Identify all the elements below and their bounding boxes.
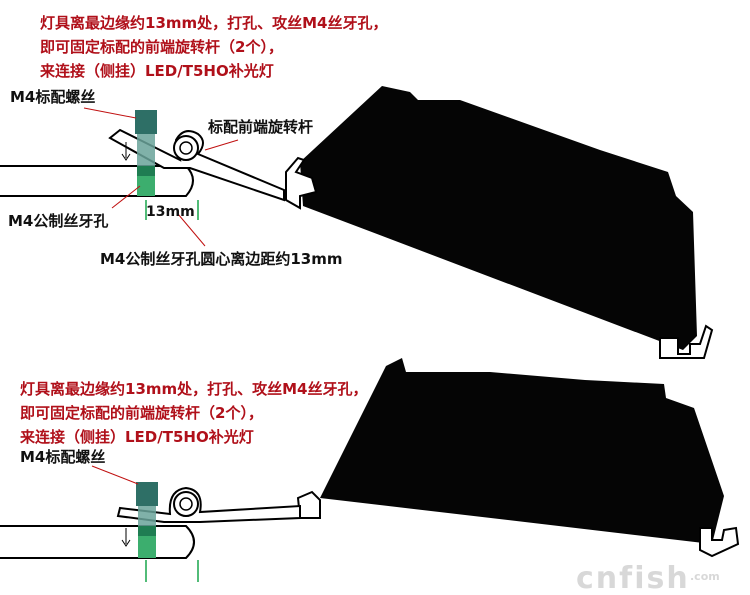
watermark-suffix: .com <box>690 570 720 583</box>
top-tank-rim <box>0 165 194 197</box>
top-rod-leader <box>204 139 239 151</box>
top-m4-screw-shaft <box>137 134 155 168</box>
bottom-tank-rim <box>0 525 195 559</box>
bottom-note-line3: 来连接（侧挂）LED/T5HO补光灯 <box>19 428 254 446</box>
bottom-screw-leader <box>91 465 139 485</box>
bottom-rotating-rod <box>116 486 301 523</box>
bottom-diagram: 灯具离最边缘约13mm处，打孔、攻丝M4丝牙孔， 即可固定标配的前端旋转杆（2个… <box>0 358 740 582</box>
bottom-m4-screw-shaft <box>138 506 156 526</box>
bottom-screw-label: M4标配螺丝 <box>20 448 105 466</box>
top-rod-label: 标配前端旋转杆 <box>207 118 313 136</box>
watermark-text: cnfish <box>576 561 690 595</box>
top-note-line1: 灯具离最边缘约13mm处，打孔、攻丝M4丝牙孔， <box>40 14 388 32</box>
top-screw-label: M4标配螺丝 <box>10 88 95 106</box>
bottom-end-bracket <box>699 526 740 558</box>
top-note-line3: 来连接（侧挂）LED/T5HO补光灯 <box>39 62 274 80</box>
top-hole-label: M4公制丝牙孔 <box>8 212 108 230</box>
top-light-fixture <box>300 86 697 350</box>
top-end-bracket <box>659 324 714 359</box>
top-note-line2: 即可固定标配的前端旋转杆（2个）， <box>40 38 283 56</box>
bottom-note-line1: 灯具离最边缘约13mm处，打孔、攻丝M4丝牙孔， <box>20 380 368 398</box>
top-fixture-clip <box>285 156 318 210</box>
top-dim-label: 13mm <box>146 204 195 220</box>
bottom-note-line2: 即可固定标配的前端旋转杆（2个）， <box>20 404 263 422</box>
top-center-label: M4公制丝牙孔圆心离边距约13mm <box>100 250 343 268</box>
bottom-fixture-clip <box>296 490 321 519</box>
top-m4-screw-head <box>135 110 157 134</box>
top-center-leader <box>177 213 206 247</box>
bottom-light-fixture <box>320 358 724 544</box>
top-screw-leader <box>83 107 137 119</box>
bottom-m4-screw-head <box>136 482 158 506</box>
top-hole-leader <box>111 185 141 209</box>
top-diagram: 灯具离最边缘约13mm处，打孔、攻丝M4丝牙孔， 即可固定标配的前端旋转杆（2个… <box>0 14 714 359</box>
watermark: cnfish .com <box>576 561 720 595</box>
